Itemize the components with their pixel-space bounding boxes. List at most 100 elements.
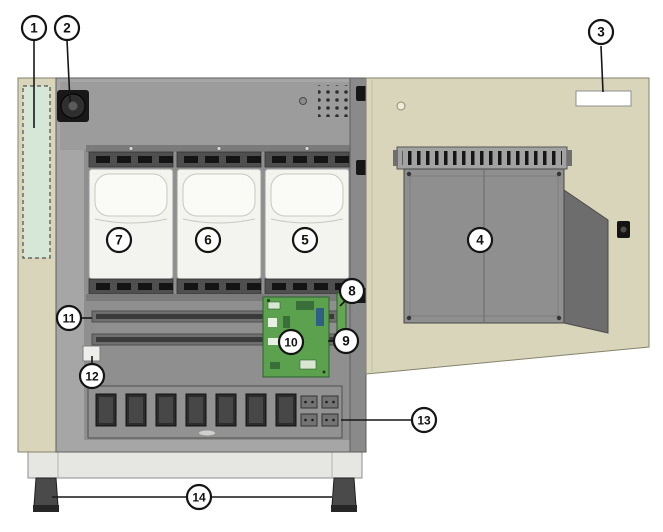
rail-screw-3 xyxy=(304,146,310,151)
callout-12-circle xyxy=(78,362,106,390)
terminal-slot-1 xyxy=(95,393,117,427)
callout-11-number: 11 xyxy=(63,311,76,325)
callout-6: 6 xyxy=(194,226,222,254)
relay-block-4 xyxy=(321,413,339,427)
hinge-mid xyxy=(356,160,367,175)
terminal-panel xyxy=(87,385,343,439)
pcb-part-2 xyxy=(296,301,314,310)
door-lock xyxy=(617,221,630,238)
pcb-part-1 xyxy=(267,301,281,310)
foot-right-pad xyxy=(331,505,357,512)
cable-area-marking xyxy=(22,85,51,259)
base-plinth xyxy=(27,451,363,479)
callout-4-number: 4 xyxy=(476,233,484,248)
callout-13-number: 13 xyxy=(417,413,431,427)
callout-3: 3 xyxy=(587,18,615,46)
foot-left-pad xyxy=(33,505,59,512)
rail-screw-1 xyxy=(128,146,134,151)
unit-vent-slots xyxy=(402,151,562,165)
callout-13: 13 xyxy=(410,406,438,434)
hinge-top xyxy=(356,86,367,101)
terminal-slot-4 xyxy=(185,393,207,427)
unit-screw-1 xyxy=(406,171,412,177)
callout-7-number: 7 xyxy=(115,233,123,248)
callout-9-circle xyxy=(332,327,360,355)
terminal-slot-6 xyxy=(245,393,267,427)
pcb-part-7 xyxy=(299,359,317,370)
terminal-slot-7 xyxy=(275,393,297,427)
door-hole xyxy=(396,101,406,111)
pcb-part-6 xyxy=(268,338,282,345)
callout-14-circle xyxy=(185,483,213,511)
terminal-slot-5 xyxy=(215,393,237,427)
module-7 xyxy=(89,152,173,294)
callout-9: 9 xyxy=(332,327,360,355)
callout-2-circle xyxy=(53,14,81,42)
callout-12: 12 xyxy=(78,362,106,390)
module-6 xyxy=(177,152,261,294)
rail-screw-2 xyxy=(216,146,222,151)
callout-8: 8 xyxy=(338,277,366,305)
callout-1-number: 1 xyxy=(30,21,38,36)
pcb-hole-2 xyxy=(322,370,326,374)
relay-block-2 xyxy=(300,413,318,427)
unit-screw-3 xyxy=(406,315,412,321)
callout-5-circle xyxy=(291,226,319,254)
callout-4-circle xyxy=(466,226,494,254)
callout-2: 2 xyxy=(53,14,81,42)
relay-block-3 xyxy=(321,395,339,409)
pcb-hole-1 xyxy=(267,299,270,302)
door-post xyxy=(349,77,367,453)
vent-slot-lower-opening xyxy=(96,337,334,342)
callout-11: 11 xyxy=(55,304,83,332)
cabinet-top-panel xyxy=(60,82,360,150)
callout-9-number: 9 xyxy=(342,334,350,349)
callout-8-circle xyxy=(338,277,366,305)
callout-5: 5 xyxy=(291,226,319,254)
pcb-part-8 xyxy=(270,362,280,369)
type-label xyxy=(575,90,632,107)
callout-7-circle xyxy=(105,226,133,254)
fan-hub xyxy=(68,101,78,111)
callout-6-number: 6 xyxy=(204,233,212,248)
callout-3-circle xyxy=(587,18,615,46)
callout-10: 10 xyxy=(277,328,305,356)
foot-right xyxy=(331,477,357,507)
vent-slot-upper-opening xyxy=(96,314,334,319)
callout-14: 14 xyxy=(185,483,213,511)
callout-10-circle xyxy=(277,328,305,356)
callout-5-number: 5 xyxy=(301,233,309,248)
vent-holes xyxy=(318,85,355,117)
callout-1-circle xyxy=(20,14,48,42)
pcb-part-5 xyxy=(316,308,324,326)
module-5 xyxy=(265,152,349,294)
unit-bar-tab-left xyxy=(393,150,398,166)
leader-3 xyxy=(600,45,604,93)
callout-2-number: 2 xyxy=(63,21,71,36)
callout-8-number: 8 xyxy=(348,284,356,299)
mid-rail xyxy=(86,294,360,301)
callout-3-number: 3 xyxy=(597,25,605,40)
pcb-part-3 xyxy=(268,318,277,327)
top-rail xyxy=(86,145,360,152)
unit-bar-tab-right xyxy=(567,150,572,166)
door-lock-barrel xyxy=(620,226,627,233)
indicator-hole xyxy=(299,97,307,105)
leader-2 xyxy=(66,39,71,103)
terminal-slot-3 xyxy=(155,393,177,427)
terminal-slot-2 xyxy=(125,393,147,427)
callout-4: 4 xyxy=(466,226,494,254)
door-mounted-unit xyxy=(393,146,609,334)
callout-10-number: 10 xyxy=(284,335,298,349)
panel-knockout xyxy=(199,430,215,436)
callout-1: 1 xyxy=(20,14,48,42)
unit-screw-4 xyxy=(556,315,562,321)
callout-12-number: 12 xyxy=(85,369,99,383)
pcb-part-4 xyxy=(283,316,290,328)
callout-6-circle xyxy=(194,226,222,254)
callout-11-circle xyxy=(55,304,83,332)
unit-screw-2 xyxy=(556,171,562,177)
callout-7: 7 xyxy=(105,226,133,254)
